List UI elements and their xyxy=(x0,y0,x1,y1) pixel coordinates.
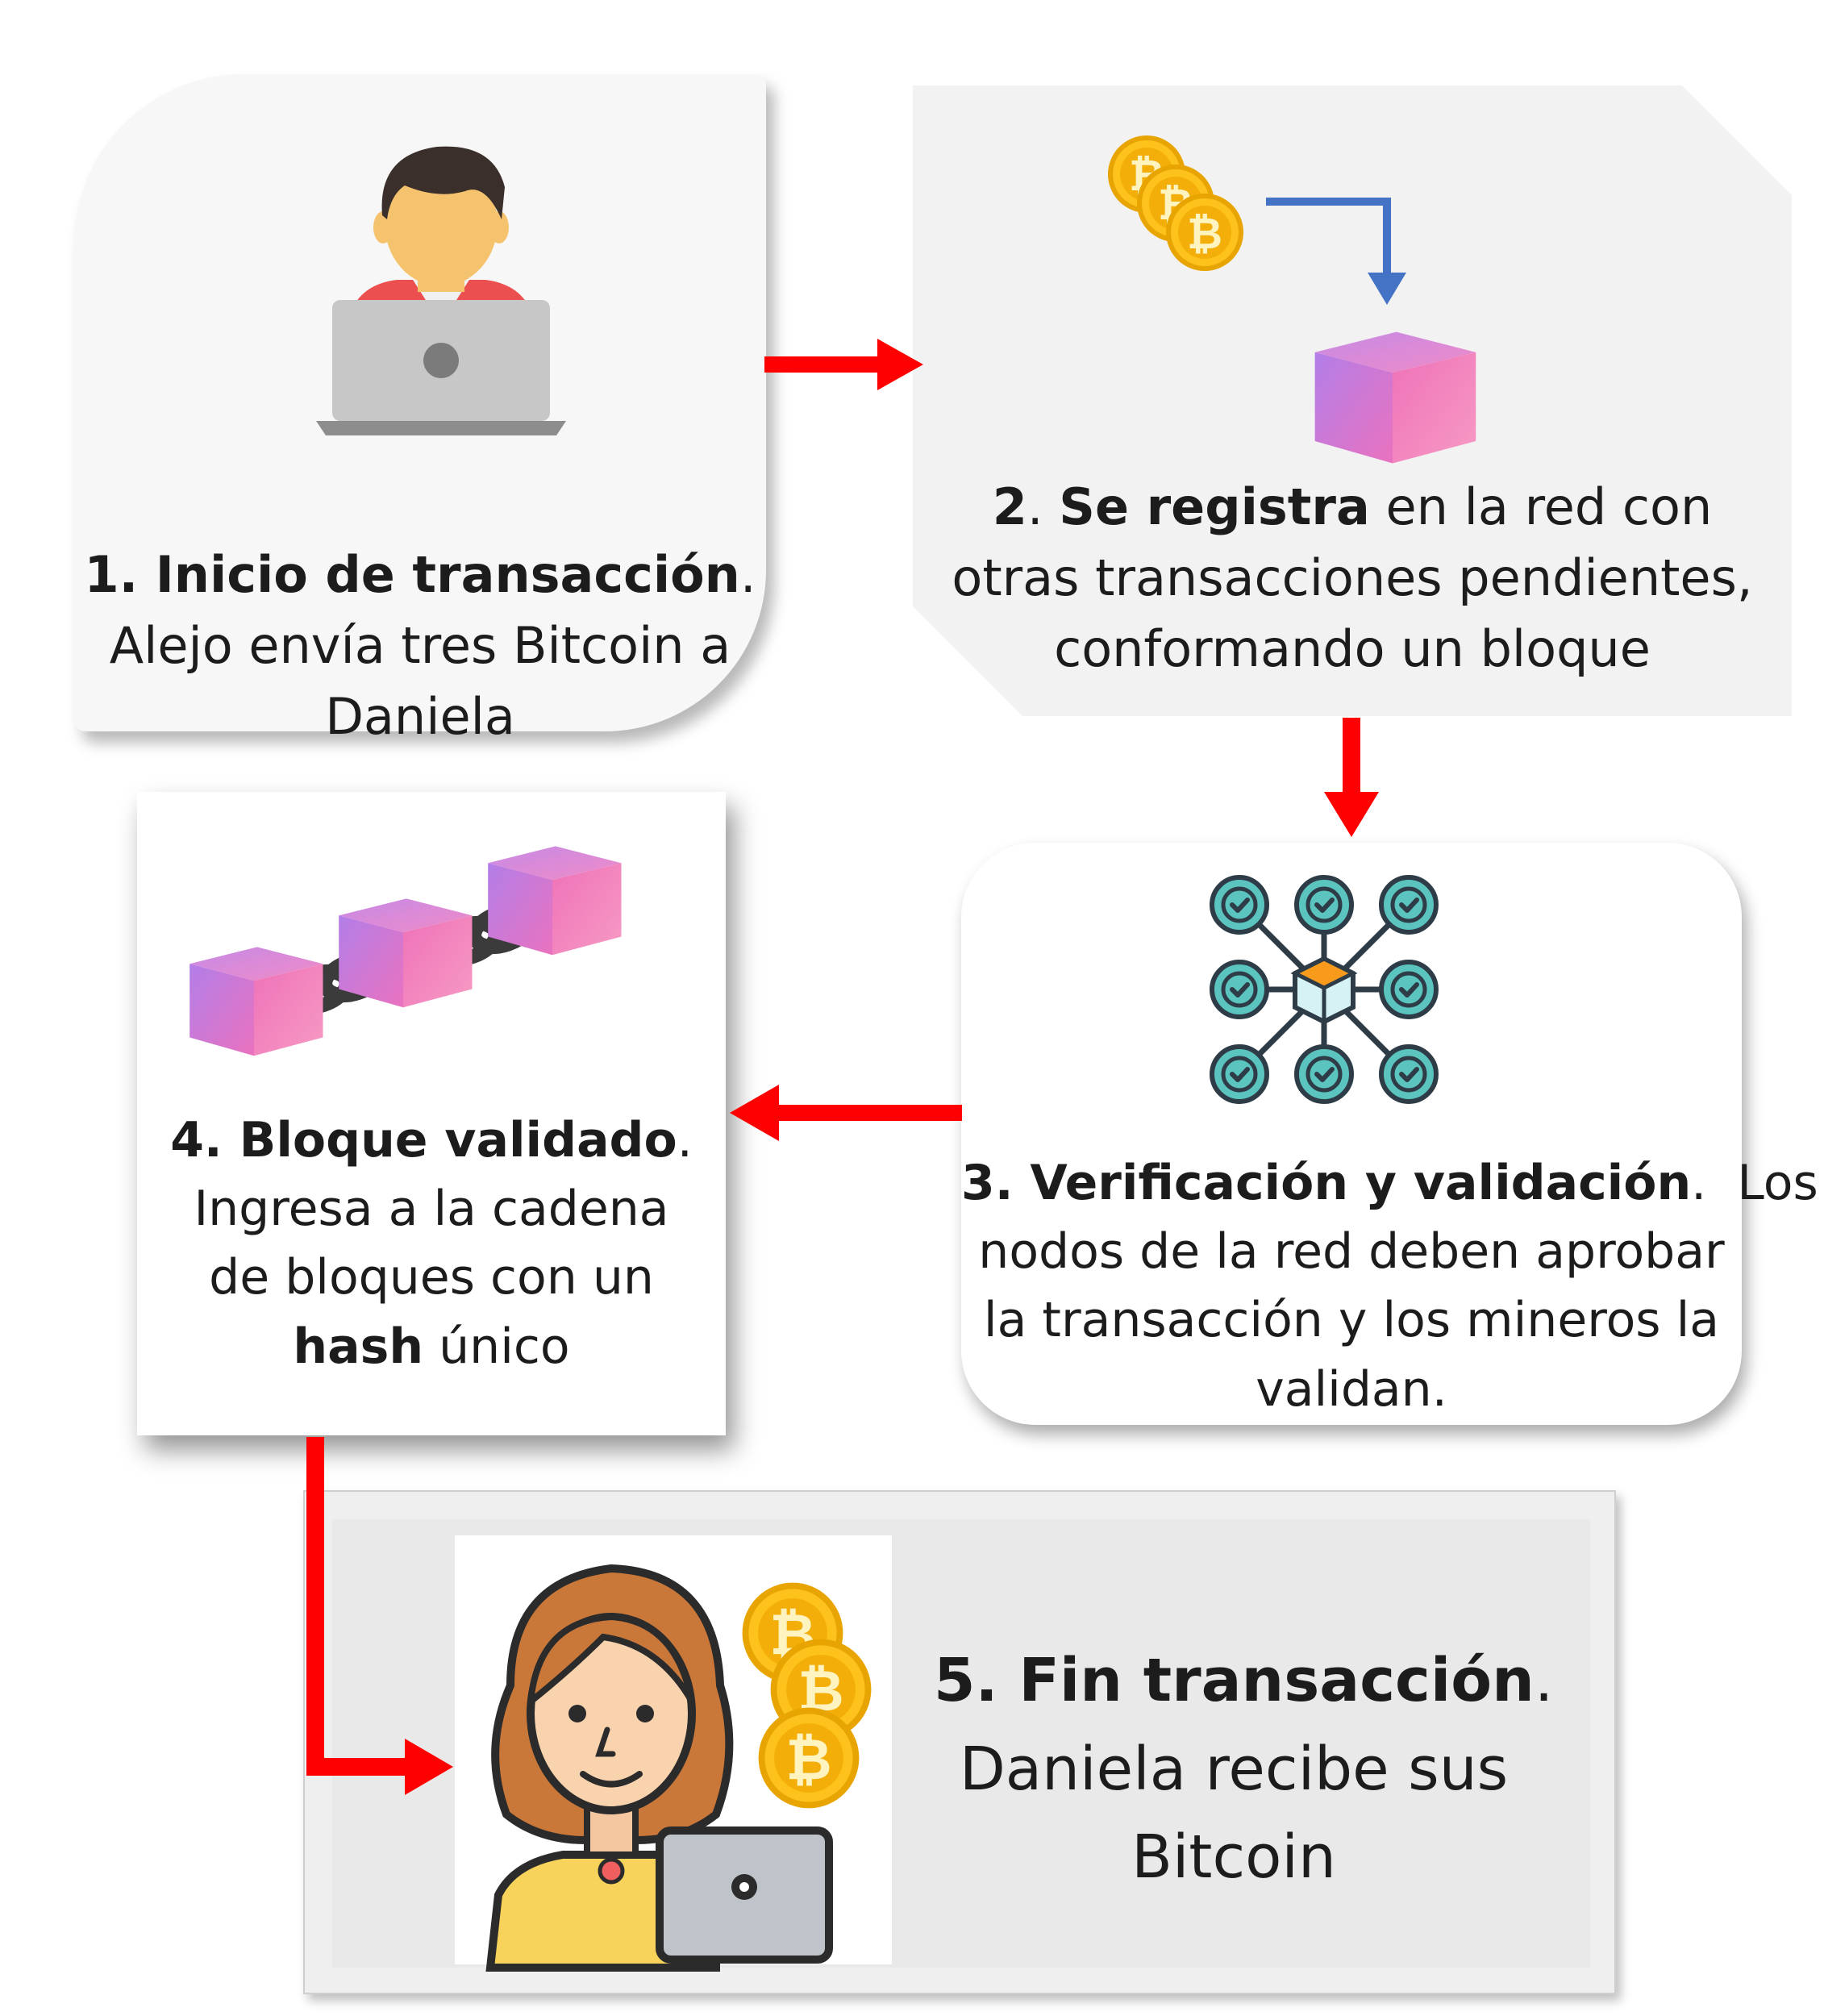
step-3-description: 3. Verificación y validación. Los nodos … xyxy=(961,1155,1818,1418)
blue-arrow-icon xyxy=(1266,198,1406,305)
step-4-card: 4. Bloque validado. Ingresa a la cadena … xyxy=(137,792,726,1435)
step-2-description: 2. Se registra en la red con otras trans… xyxy=(952,477,1753,679)
step-3-card: 3. Verificación y validación. Los nodos … xyxy=(961,843,1818,1425)
step-4-description: 4. Bloque validado. Ingresa a la cadena … xyxy=(170,1112,693,1375)
arrow-4-to-5 xyxy=(306,1437,453,1795)
step-2-card: 2. Se registra en la red con otras trans… xyxy=(913,85,1792,716)
step-1-card: 1. Inicio de transacción. Alejo envía tr… xyxy=(74,74,766,746)
chained-blocks-icon xyxy=(189,846,622,1056)
arrow-3-to-4 xyxy=(730,1085,962,1141)
step-1-description: 1. Inicio de transacción. Alejo envía tr… xyxy=(84,545,756,747)
arrow-1-to-2 xyxy=(764,339,923,390)
step-5-card: 5. Fin transacción. Daniela recibe sus B… xyxy=(303,1490,1616,1994)
arrow-2-to-3 xyxy=(1324,718,1379,837)
step-5-description: 5. Fin transacción. Daniela recibe sus B… xyxy=(934,1646,1554,1893)
woman-with-laptop-and-bitcoins-icon xyxy=(485,1564,872,1972)
person-at-laptop-icon xyxy=(316,146,566,435)
network-validation-icon xyxy=(1203,868,1445,1110)
